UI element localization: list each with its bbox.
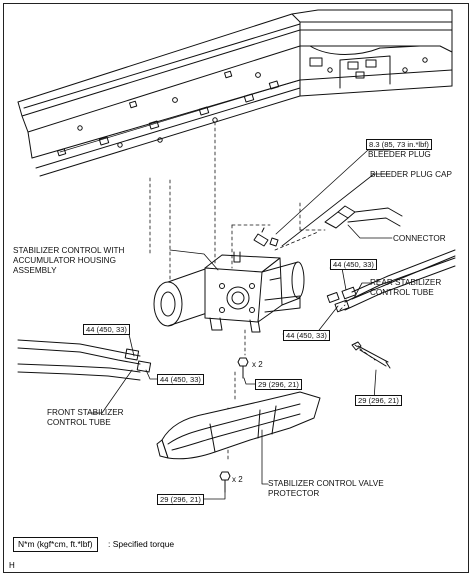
torque-bleeder-plug: 8.3 (85, 73 in.*lbf) [366, 139, 432, 150]
stabilizer-control-assembly [153, 251, 305, 333]
torque-front-upper: 44 (450, 33) [83, 324, 130, 335]
torque-front-lower: 44 (450, 33) [157, 374, 204, 385]
figure-code: H [9, 561, 15, 570]
frame-rail [17, 9, 453, 177]
label-connector: CONNECTOR [393, 234, 446, 243]
label-bleeder-plug: BLEEDER PLUG [368, 150, 431, 159]
center-bolt [237, 357, 249, 379]
torque-rear-upper: 44 (450, 33) [330, 259, 377, 270]
torque-center-bolt: 29 (296, 21) [255, 379, 302, 390]
valve-protector [156, 391, 321, 460]
protector-bolt [219, 471, 231, 493]
bleeder-plug [253, 227, 269, 247]
label-front-tube: FRONT STABILIZER CONTROL TUBE [47, 408, 124, 427]
label-stabilizer-assembly: STABILIZER CONTROL WITH ACCUMULATOR HOUS… [13, 246, 125, 275]
label-bleeder-plug-cap: BLEEDER PLUG CAP [370, 170, 452, 179]
quantity-center-bolts: x 2 [252, 360, 263, 369]
torque-rear-lower: 44 (450, 33) [283, 330, 330, 341]
quantity-protector-bolts: x 2 [232, 475, 243, 484]
torque-right-bolt: 29 (296, 21) [355, 395, 402, 406]
torque-protector-bolt: 29 (296, 21) [157, 494, 204, 505]
leader-lines [87, 149, 393, 500]
label-rear-tube: REAR STABILIZER CONTROL TUBE [370, 278, 442, 297]
legend-torque-unit: N*m (kgf*cm, ft.*lbf) [13, 537, 98, 552]
legend-description: : Specified torque [108, 539, 175, 549]
front-stabilizer-tubes [17, 339, 152, 381]
label-valve-protector: STABILIZER CONTROL VALVE PROTECTOR [268, 479, 384, 498]
bleeder-plug-cap [269, 237, 279, 247]
connector [324, 205, 403, 229]
right-bolt [351, 341, 391, 369]
